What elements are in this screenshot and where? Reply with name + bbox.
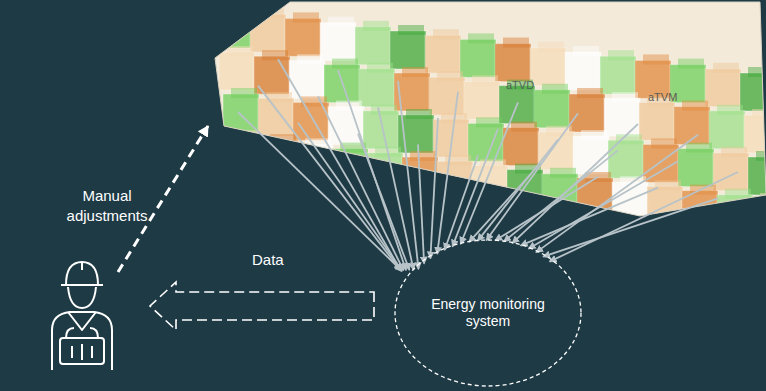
monitor-circle: Energy monitoring system [393, 238, 583, 388]
worker-icon [52, 262, 112, 370]
zone-tag: aTVM [648, 90, 708, 104]
building-outline [215, 2, 766, 216]
arrow-label: Data [252, 250, 312, 270]
node-label: Energy monitoring system [423, 296, 553, 331]
building-model [200, 0, 766, 237]
sensor-arrows [238, 59, 738, 271]
arrow-label: Manual adjustments [52, 186, 162, 225]
zone-tag: aTVD [506, 78, 566, 92]
data-arrow [150, 282, 374, 330]
